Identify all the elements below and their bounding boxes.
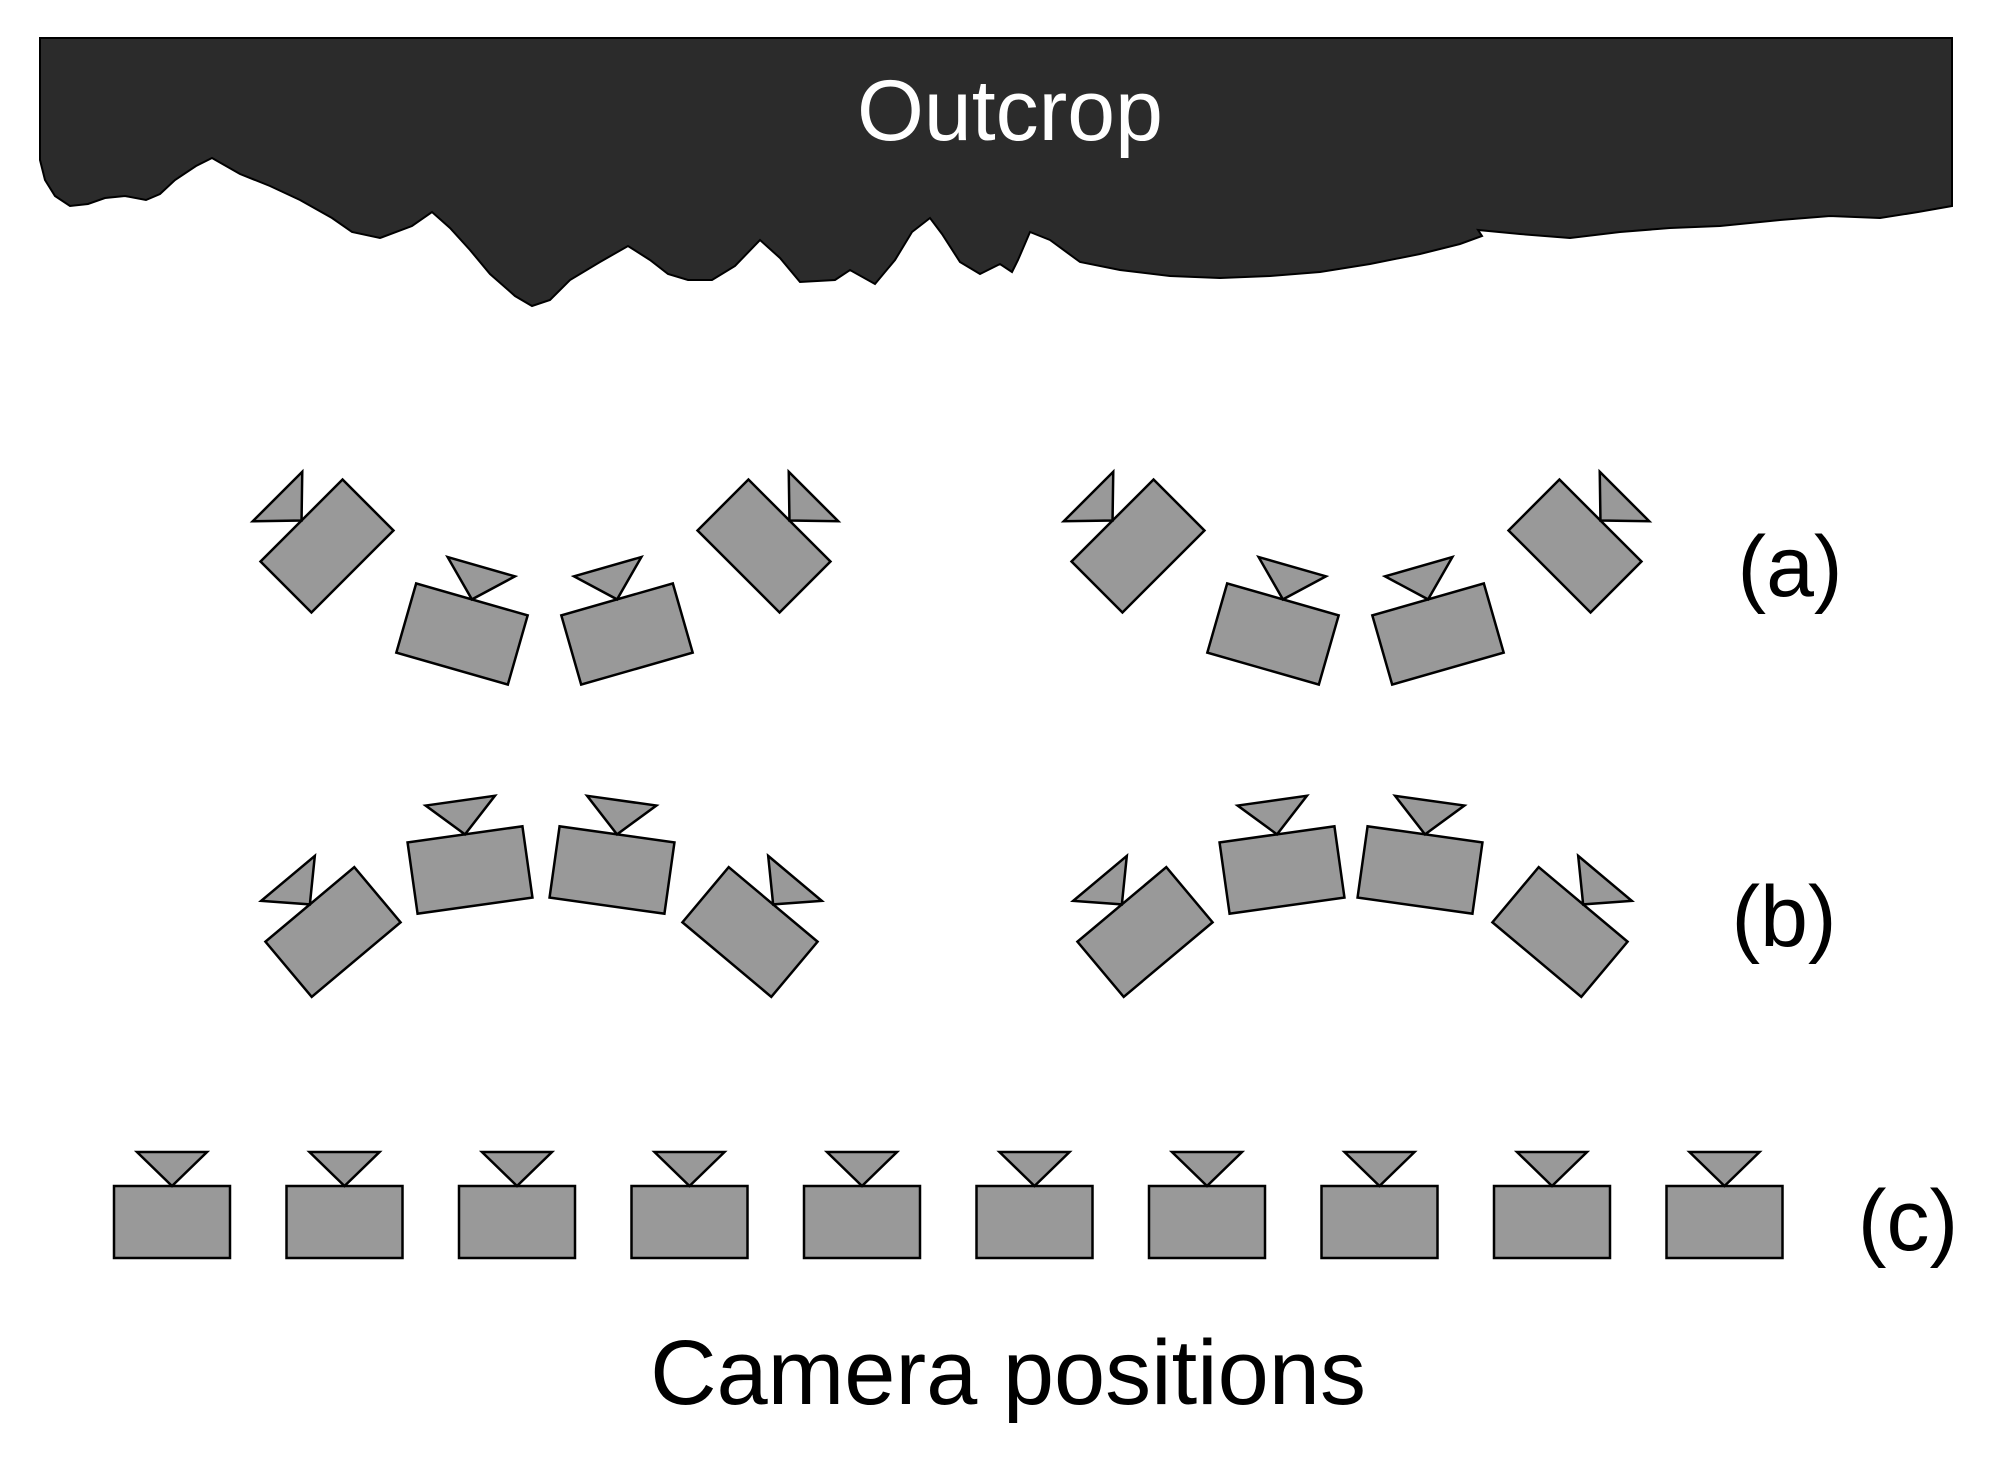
camera-lens-icon	[570, 555, 644, 602]
camera-a-8	[1506, 468, 1653, 615]
row-label-a: (a)	[1737, 519, 1842, 615]
camera-lens-icon	[1060, 468, 1115, 523]
camera-body	[1218, 824, 1346, 916]
camera-a-7	[1370, 555, 1506, 687]
camera-lens-icon	[1598, 468, 1653, 523]
camera-lens-icon	[1341, 1150, 1418, 1188]
camera-lens-icon	[787, 468, 842, 523]
camera-lens-icon	[1070, 852, 1129, 906]
camera-lens-icon	[1576, 852, 1635, 906]
camera-body	[285, 1184, 404, 1260]
camera-body	[630, 1184, 749, 1260]
camera-lens-icon	[584, 794, 660, 837]
camera-body	[1370, 581, 1506, 687]
camera-c-10	[1665, 1150, 1784, 1260]
outcrop: Outcrop	[39, 37, 1953, 308]
camera-c-9	[1492, 1150, 1612, 1260]
camera-a-5	[1060, 468, 1207, 615]
camera-body	[112, 1184, 232, 1260]
camera-lens-icon	[1168, 1150, 1246, 1188]
camera-c-2	[285, 1150, 404, 1260]
camera-b-3	[548, 794, 676, 916]
camera-lens-icon	[1256, 555, 1330, 602]
camera-a-3	[559, 555, 695, 687]
camera-lens-icon	[1234, 794, 1310, 837]
camera-lens-icon	[1513, 1150, 1591, 1188]
camera-c-8	[1320, 1150, 1439, 1260]
camera-lens-icon	[249, 468, 304, 523]
camera-c-4	[630, 1150, 749, 1260]
camera-lens-icon	[651, 1150, 728, 1188]
camera-a-2	[394, 555, 530, 687]
camera-row-c	[112, 1150, 1784, 1260]
diagram-caption: Camera positions	[650, 1322, 1366, 1424]
camera-row-a	[249, 468, 1653, 687]
camera-body	[802, 1184, 922, 1260]
camera-body	[1492, 1184, 1612, 1260]
camera-c-5	[802, 1150, 922, 1260]
camera-body	[559, 581, 695, 687]
camera-body	[394, 581, 530, 687]
camera-lens-icon	[478, 1150, 556, 1188]
camera-row-b	[258, 794, 1635, 999]
outcrop-label: Outcrop	[857, 63, 1163, 159]
camera-b-6	[1218, 794, 1346, 916]
camera-lens-icon	[445, 555, 519, 602]
row-label-c: (c)	[1858, 1173, 1958, 1269]
camera-lens-icon	[996, 1150, 1073, 1188]
camera-b-4	[680, 852, 825, 999]
camera-body	[1665, 1184, 1784, 1260]
camera-lens-icon	[823, 1150, 901, 1188]
camera-lens-icon	[766, 852, 825, 906]
camera-body	[1356, 824, 1484, 916]
camera-b-2	[406, 794, 534, 916]
camera-body	[548, 824, 676, 916]
camera-lens-icon	[1381, 555, 1455, 602]
camera-c-1	[112, 1150, 232, 1260]
camera-b-1	[258, 852, 403, 999]
camera-body	[1147, 1184, 1267, 1260]
camera-a-1	[249, 468, 396, 615]
camera-lens-icon	[422, 794, 498, 837]
camera-lens-icon	[1392, 794, 1468, 837]
camera-c-3	[457, 1150, 577, 1260]
camera-c-7	[1147, 1150, 1267, 1260]
camera-lens-icon	[258, 852, 317, 906]
camera-a-6	[1205, 555, 1341, 687]
row-label-b: (b)	[1731, 869, 1836, 965]
camera-lens-icon	[306, 1150, 383, 1188]
camera-b-5	[1070, 852, 1215, 999]
camera-b-8	[1490, 852, 1635, 999]
camera-body	[1320, 1184, 1439, 1260]
camera-lens-icon	[1686, 1150, 1763, 1188]
camera-body	[406, 824, 534, 916]
camera-body	[975, 1184, 1094, 1260]
camera-b-7	[1356, 794, 1484, 916]
camera-body	[1205, 581, 1341, 687]
camera-lens-icon	[133, 1150, 211, 1188]
camera-a-4	[695, 468, 842, 615]
outcrop-shape	[39, 37, 1953, 308]
camera-body	[457, 1184, 577, 1260]
camera-c-6	[975, 1150, 1094, 1260]
